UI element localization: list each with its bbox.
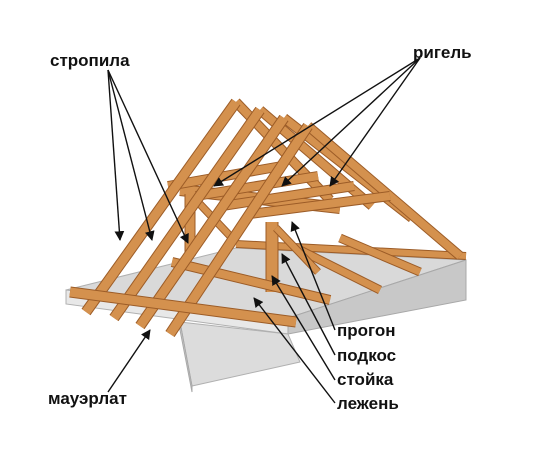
- label-podkos: подкос: [337, 346, 397, 365]
- collar-tie-1: [167, 161, 283, 191]
- rafter-left-1: [81, 98, 241, 316]
- rafter-left-3: [135, 114, 289, 330]
- arrow-rigel-3: [329, 57, 421, 187]
- collar-tie-3: [221, 181, 355, 211]
- rafter-right-4: [304, 122, 464, 260]
- label-stoyka: стойка: [337, 370, 394, 389]
- arrow-mauerlat: [107, 329, 151, 393]
- floor-sleeper-back: [297, 245, 383, 295]
- arrow-stropila-1: [107, 69, 125, 241]
- arrow-stropila-3: [107, 69, 189, 244]
- arrow-stoyka: [271, 275, 336, 381]
- arrow-podkos: [281, 253, 336, 356]
- label-progon: прогон: [337, 321, 396, 340]
- arrow-rigel-2: [281, 57, 421, 187]
- arrow-stropila-2: [107, 69, 155, 241]
- label-rigel: ригель: [413, 43, 472, 62]
- rafter-left-2: [109, 106, 265, 322]
- floor-sleeper-mid: [338, 233, 422, 277]
- rafter-left-4: [165, 122, 313, 338]
- floor-sleeper-front: [170, 257, 332, 305]
- timber-frame: [69, 98, 467, 338]
- brace-front: [273, 225, 321, 275]
- arrow-progon: [290, 221, 336, 331]
- arrow-rigel-1: [213, 57, 421, 187]
- label-stropila: стропила: [50, 51, 130, 70]
- wall-plate-front: [69, 286, 297, 328]
- label-mauerlat: мауэрлат: [48, 389, 127, 408]
- slab-right-face: [287, 259, 467, 335]
- label-lezhen: лежень: [337, 394, 399, 413]
- collar-tie-2: [195, 171, 319, 201]
- arrow-lezhen: [253, 297, 336, 404]
- collar-tie-4: [249, 191, 391, 219]
- leader-arrows: [107, 57, 421, 404]
